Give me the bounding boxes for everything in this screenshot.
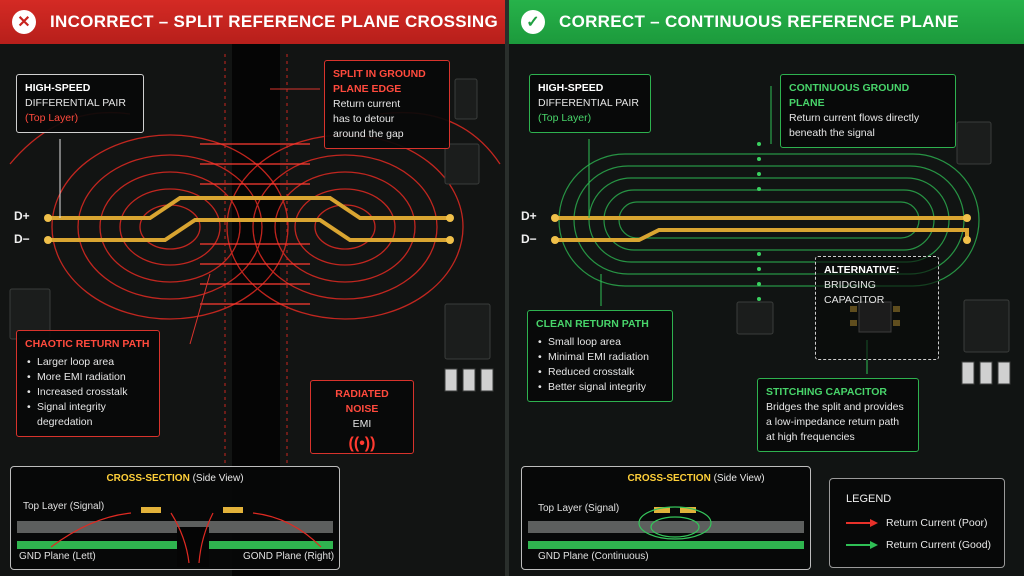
cross-section-drawing (17, 507, 333, 567)
check-icon: ✓ (521, 10, 545, 34)
ic-chips (9, 78, 494, 392)
correct-header: ✓ CORRECT – CONTINUOUS REFERENCE PLANE (509, 0, 1024, 44)
clean-callout: CLEAN RETURN PATH Small loop area Minima… (527, 310, 673, 402)
dminus-label-right: D− (521, 232, 537, 246)
radiation-waves-icon: ((•)) (348, 435, 376, 452)
legend-row-poor: Return Current (Poor) (846, 517, 988, 529)
incorrect-title: INCORRECT – SPLIT REFERENCE PLANE CROSSI… (50, 12, 499, 31)
dplus-label-right: D+ (521, 209, 537, 223)
alt-callout: ALTERNATIVE: BRIDGING CAPACITOR (815, 256, 939, 360)
red-arrow-icon (846, 519, 878, 527)
dplus-label: D+ (14, 209, 30, 223)
cross-section-incorrect: CROSS-SECTION (Side View) Top Layer (Sig… (10, 466, 340, 570)
gap-arrows (200, 143, 310, 305)
cross-section-drawing-right (528, 506, 804, 549)
noise-callout: RADIATED NOISE EMI ((•)) (310, 380, 414, 454)
x-icon: ✕ (12, 10, 36, 34)
differential-pair-traces-right (553, 216, 969, 242)
panel-divider (505, 0, 509, 576)
incorrect-panel: ✕ INCORRECT – SPLIT REFERENCE PLANE CROS… (0, 0, 505, 576)
cross-section-correct: CROSS-SECTION (Side View) Top Layer (Sig… (521, 466, 811, 570)
legend: LEGEND Return Current (Poor) Return Curr… (829, 478, 1005, 568)
differential-pair-traces (46, 196, 452, 242)
ground-callout: CONTINUOUS GROUND PLANE Return current f… (780, 74, 956, 148)
correct-panel: ✓ CORRECT – CONTINUOUS REFERENCE PLANE (509, 0, 1024, 576)
ic-chips-right (736, 121, 1011, 385)
chaotic-callout: CHAOTIC RETURN PATH Larger loop area Mor… (16, 330, 160, 437)
legend-row-good: Return Current (Good) (846, 539, 991, 551)
pair-callout-right: HIGH-SPEED DIFFERENTIAL PAIR (Top Layer) (529, 74, 651, 133)
split-callout: SPLIT IN GROUND PLANE EDGE Return curren… (324, 60, 450, 149)
stitch-callout: STITCHING CAPACITOR Bridges the split an… (757, 378, 919, 452)
green-arrow-icon (846, 541, 878, 549)
pair-callout: HIGH-SPEED DIFFERENTIAL PAIR (Top Layer) (16, 74, 144, 133)
incorrect-header: ✕ INCORRECT – SPLIT REFERENCE PLANE CROS… (0, 0, 505, 44)
dminus-label: D− (14, 232, 30, 246)
correct-title: CORRECT – CONTINUOUS REFERENCE PLANE (559, 12, 959, 31)
